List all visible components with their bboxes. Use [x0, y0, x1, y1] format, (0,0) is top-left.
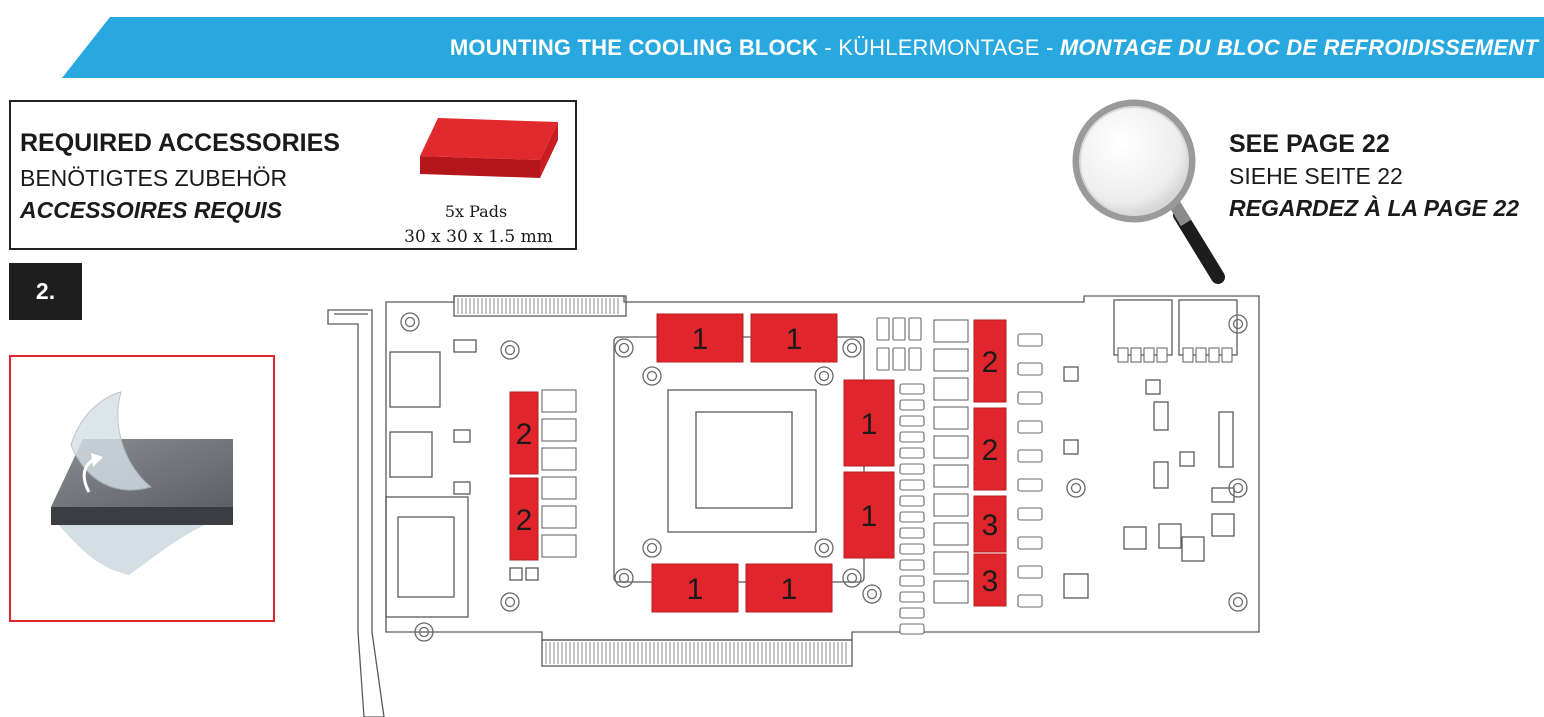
banner-background: [62, 17, 1544, 78]
graphics-card-diagram: 1 1 1 1 1 1 2 2 2 2 3 3: [327, 295, 1260, 717]
thermal-pad-12: 3: [973, 553, 1007, 607]
thermal-pad-label: 2: [516, 504, 533, 537]
page-title: MOUNTING THE COOLING BLOCK - KÜHLERMONTA…: [450, 17, 1538, 78]
required-accessories-box: REQUIRED ACCESSORIES BENÖTIGTES ZUBEHÖR …: [9, 100, 577, 250]
thermal-pad-label: 3: [982, 509, 999, 542]
magnifier-icon: [1072, 99, 1225, 284]
title-en: MOUNTING THE COOLING BLOCK: [449, 35, 819, 60]
thermal-pad-10: 2: [973, 407, 1007, 491]
thermal-pad-positions: 1 1 1 1 1 1 2 2 2 2 3 3: [509, 313, 1007, 613]
thermal-pad-label: 3: [982, 565, 999, 598]
thermal-pad-label: 2: [516, 418, 533, 451]
thermal-pad-8: 2: [509, 477, 539, 561]
thermal-pad-7: 2: [509, 391, 539, 475]
accessories-heading-de: BENÖTIGTES ZUBEHÖR: [20, 165, 288, 191]
peel-pad-drawing: [51, 391, 233, 575]
peel-film-illustration: [9, 355, 275, 622]
thermal-pad-label: 1: [861, 408, 878, 441]
thermal-pad-3: 1: [651, 563, 739, 613]
title-fr: MONTAGE DU BLOC DE REFROIDISSEMENT: [1059, 35, 1538, 60]
thermal-pad-label: 2: [982, 434, 999, 467]
thermal-pad-1: 1: [656, 313, 744, 363]
thermal-pad-label: 1: [786, 323, 803, 356]
peel-arrow-icon: [91, 453, 103, 467]
thermal-pad-label: 1: [861, 500, 878, 533]
title-de: KÜHLERMONTAGE: [838, 35, 1040, 60]
title-sep-2: -: [1039, 35, 1060, 60]
accessories-heading-fr: ACCESSOIRES REQUIS: [20, 197, 282, 223]
pad-quantity: 5x Pads: [444, 202, 508, 221]
thermal-pad-5: 1: [843, 379, 895, 467]
header-banner: MOUNTING THE COOLING BLOCK - KÜHLERMONTA…: [62, 17, 1544, 78]
step-badge: 2.: [9, 263, 82, 320]
thermal-pad-2: 1: [750, 313, 838, 363]
thermal-pad-11: 3: [973, 495, 1007, 553]
thermal-pad-label: 1: [687, 573, 704, 606]
thermal-pad-label: 1: [781, 573, 798, 606]
accessories-heading-en: REQUIRED ACCESSORIES: [20, 129, 340, 157]
thermal-pad-6: 1: [843, 471, 895, 559]
see-page-fr: REGARDEZ À LA PAGE 22: [1229, 195, 1520, 221]
see-page-de: SIEHE SEITE 22: [1229, 163, 1403, 189]
thermal-pad-label: 1: [692, 323, 709, 356]
thermal-pad-9: 2: [973, 319, 1007, 403]
thermal-pad-icon: [420, 118, 558, 178]
thermal-pad-label: 2: [982, 346, 999, 379]
title-sep-1: -: [818, 35, 839, 60]
pad-dimensions: 30 x 30 x 1.5 mm: [404, 227, 553, 247]
see-page-en: SEE PAGE 22: [1229, 130, 1390, 158]
thermal-pad-4: 1: [745, 563, 833, 613]
